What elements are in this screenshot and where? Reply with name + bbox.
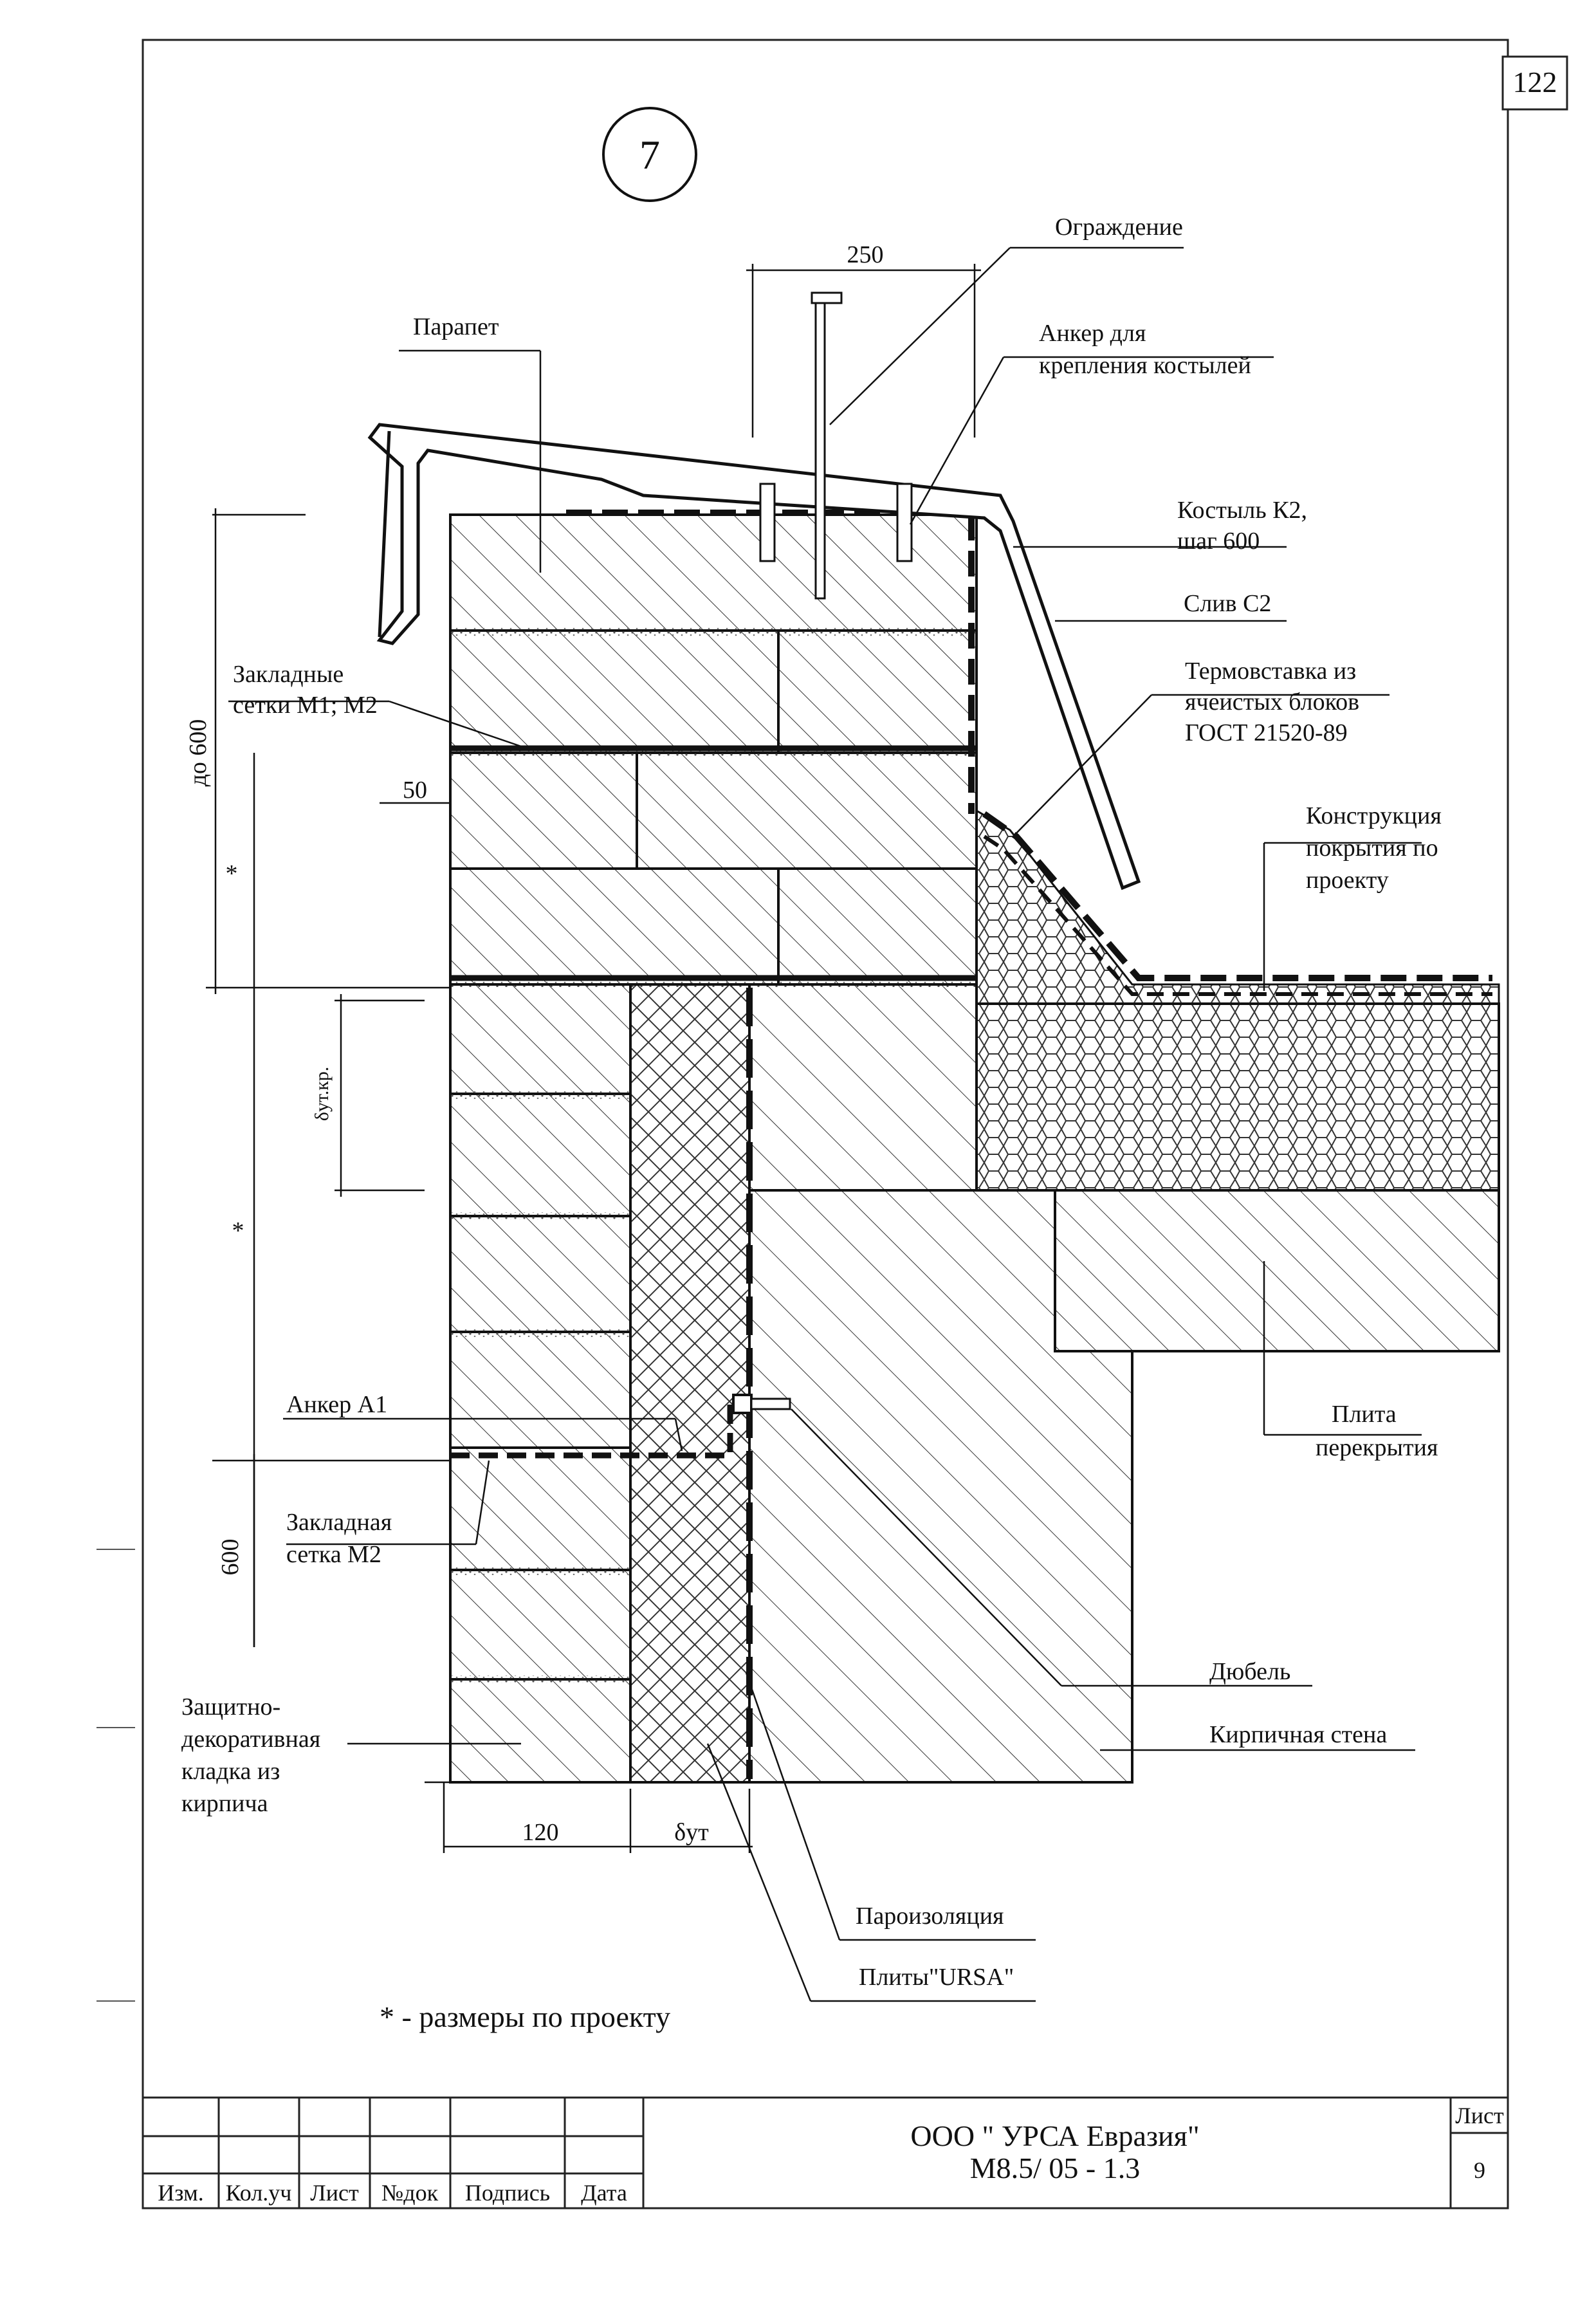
label-anchor-line2: крепления костылей [1039, 352, 1251, 379]
sheet-frame [96, 39, 1568, 2209]
col-data: Дата [581, 2180, 627, 2206]
dim-600: 600 [217, 1539, 244, 1576]
dim-50: 50 [403, 777, 427, 804]
label-facing-line2: декоративная [181, 1726, 320, 1753]
label-bracket-line1: Костыль К2, [1177, 497, 1307, 524]
label-facing-line1: Защитно- [181, 1693, 280, 1720]
leader-lines [228, 246, 1422, 2002]
detail-number: 7 [639, 132, 660, 178]
sheet-number: 9 [1474, 2157, 1485, 2183]
label-mesh-m2-line1: Закладная [286, 1509, 392, 1536]
dim-star-1: * [226, 860, 238, 887]
dimension-lines [206, 264, 981, 1853]
label-meshes-line1: Закладные [233, 661, 344, 688]
ursa-insulation-slabs [629, 983, 751, 1784]
company-name: ООО " УРСА Евразия" [910, 2119, 1199, 2152]
floor-slab [1054, 1189, 1500, 1352]
label-slab-line1: Плита [1332, 1401, 1397, 1428]
dim-up-to-600: до 600 [185, 719, 212, 787]
label-drip: Слив С2 [1184, 590, 1271, 617]
facing-brick-masonry [449, 513, 978, 1784]
dim-delta-ut: δут [674, 1819, 709, 1846]
document-code: М8.5/ 05 - 1.3 [970, 2152, 1141, 2184]
label-meshes-line2: сетки М1; М2 [233, 692, 378, 719]
dim-delta-ut-kr: δут.кр. [311, 1067, 333, 1121]
label-vapor-barrier: Пароизоляция [856, 1903, 1004, 1930]
label-mesh-m2-line2: сетка М2 [286, 1541, 381, 1568]
dim-120: 120 [522, 1819, 559, 1846]
parapet-flashing [367, 423, 1141, 890]
col-ndok: №док [381, 2180, 439, 2206]
label-bracket-line2: шаг 600 [1177, 528, 1260, 555]
col-kolutch: Кол.уч [226, 2180, 292, 2206]
sheet-label: Лист [1455, 2103, 1504, 2128]
dimension-texts: 250 50 120 δут до 600 * * 600 δут.кр. [185, 241, 884, 1846]
col-list: Лист [310, 2180, 359, 2206]
col-podpis: Подпись [465, 2180, 550, 2206]
page-number: 122 [1513, 66, 1557, 98]
label-anchor-line1: Анкер для [1039, 320, 1146, 347]
label-ursa-slabs: Плиты"URSA" [859, 1964, 1014, 1991]
title-block-texts: Изм. Кол.уч Лист №док Подпись Дата ООО "… [158, 2103, 1504, 2206]
label-roof-construction-line2: покрытия по [1306, 835, 1438, 862]
label-brick-wall: Кирпичная стена [1209, 1721, 1387, 1748]
label-thermal-insert-line1: Термовставка из [1185, 658, 1356, 685]
annotation-labels: Ограждение Анкер для крепления костылей … [181, 214, 1442, 1991]
label-guard-rail: Ограждение [1055, 214, 1183, 241]
label-roof-construction-line3: проекту [1306, 867, 1389, 894]
label-facing-line4: кирпича [181, 1790, 268, 1817]
title-block [143, 2096, 1508, 2208]
anchor-a1 [732, 1394, 791, 1414]
roof-insulation [975, 809, 1500, 1192]
embedded-meshes [450, 745, 977, 1459]
col-izm: Изм. [158, 2180, 204, 2206]
label-facing-line3: кладка из [181, 1758, 280, 1785]
label-roof-construction-line1: Конструкция [1306, 802, 1442, 829]
dim-250: 250 [847, 241, 884, 268]
label-slab-line2: перекрытия [1316, 1434, 1438, 1461]
label-anchor-a1: Анкер А1 [286, 1391, 387, 1418]
detail-circle [602, 107, 697, 202]
guard-rail [759, 291, 913, 600]
label-parapet: Парапет [413, 313, 499, 340]
dim-star-2: * [232, 1217, 244, 1244]
label-thermal-insert-line2: ячеистых блоков [1185, 688, 1359, 715]
label-dowel: Дюбель [1209, 1658, 1290, 1685]
label-thermal-insert-line3: ГОСТ 21520-89 [1185, 719, 1348, 746]
footnote-note: * - размеры по проекту [380, 2000, 670, 2033]
